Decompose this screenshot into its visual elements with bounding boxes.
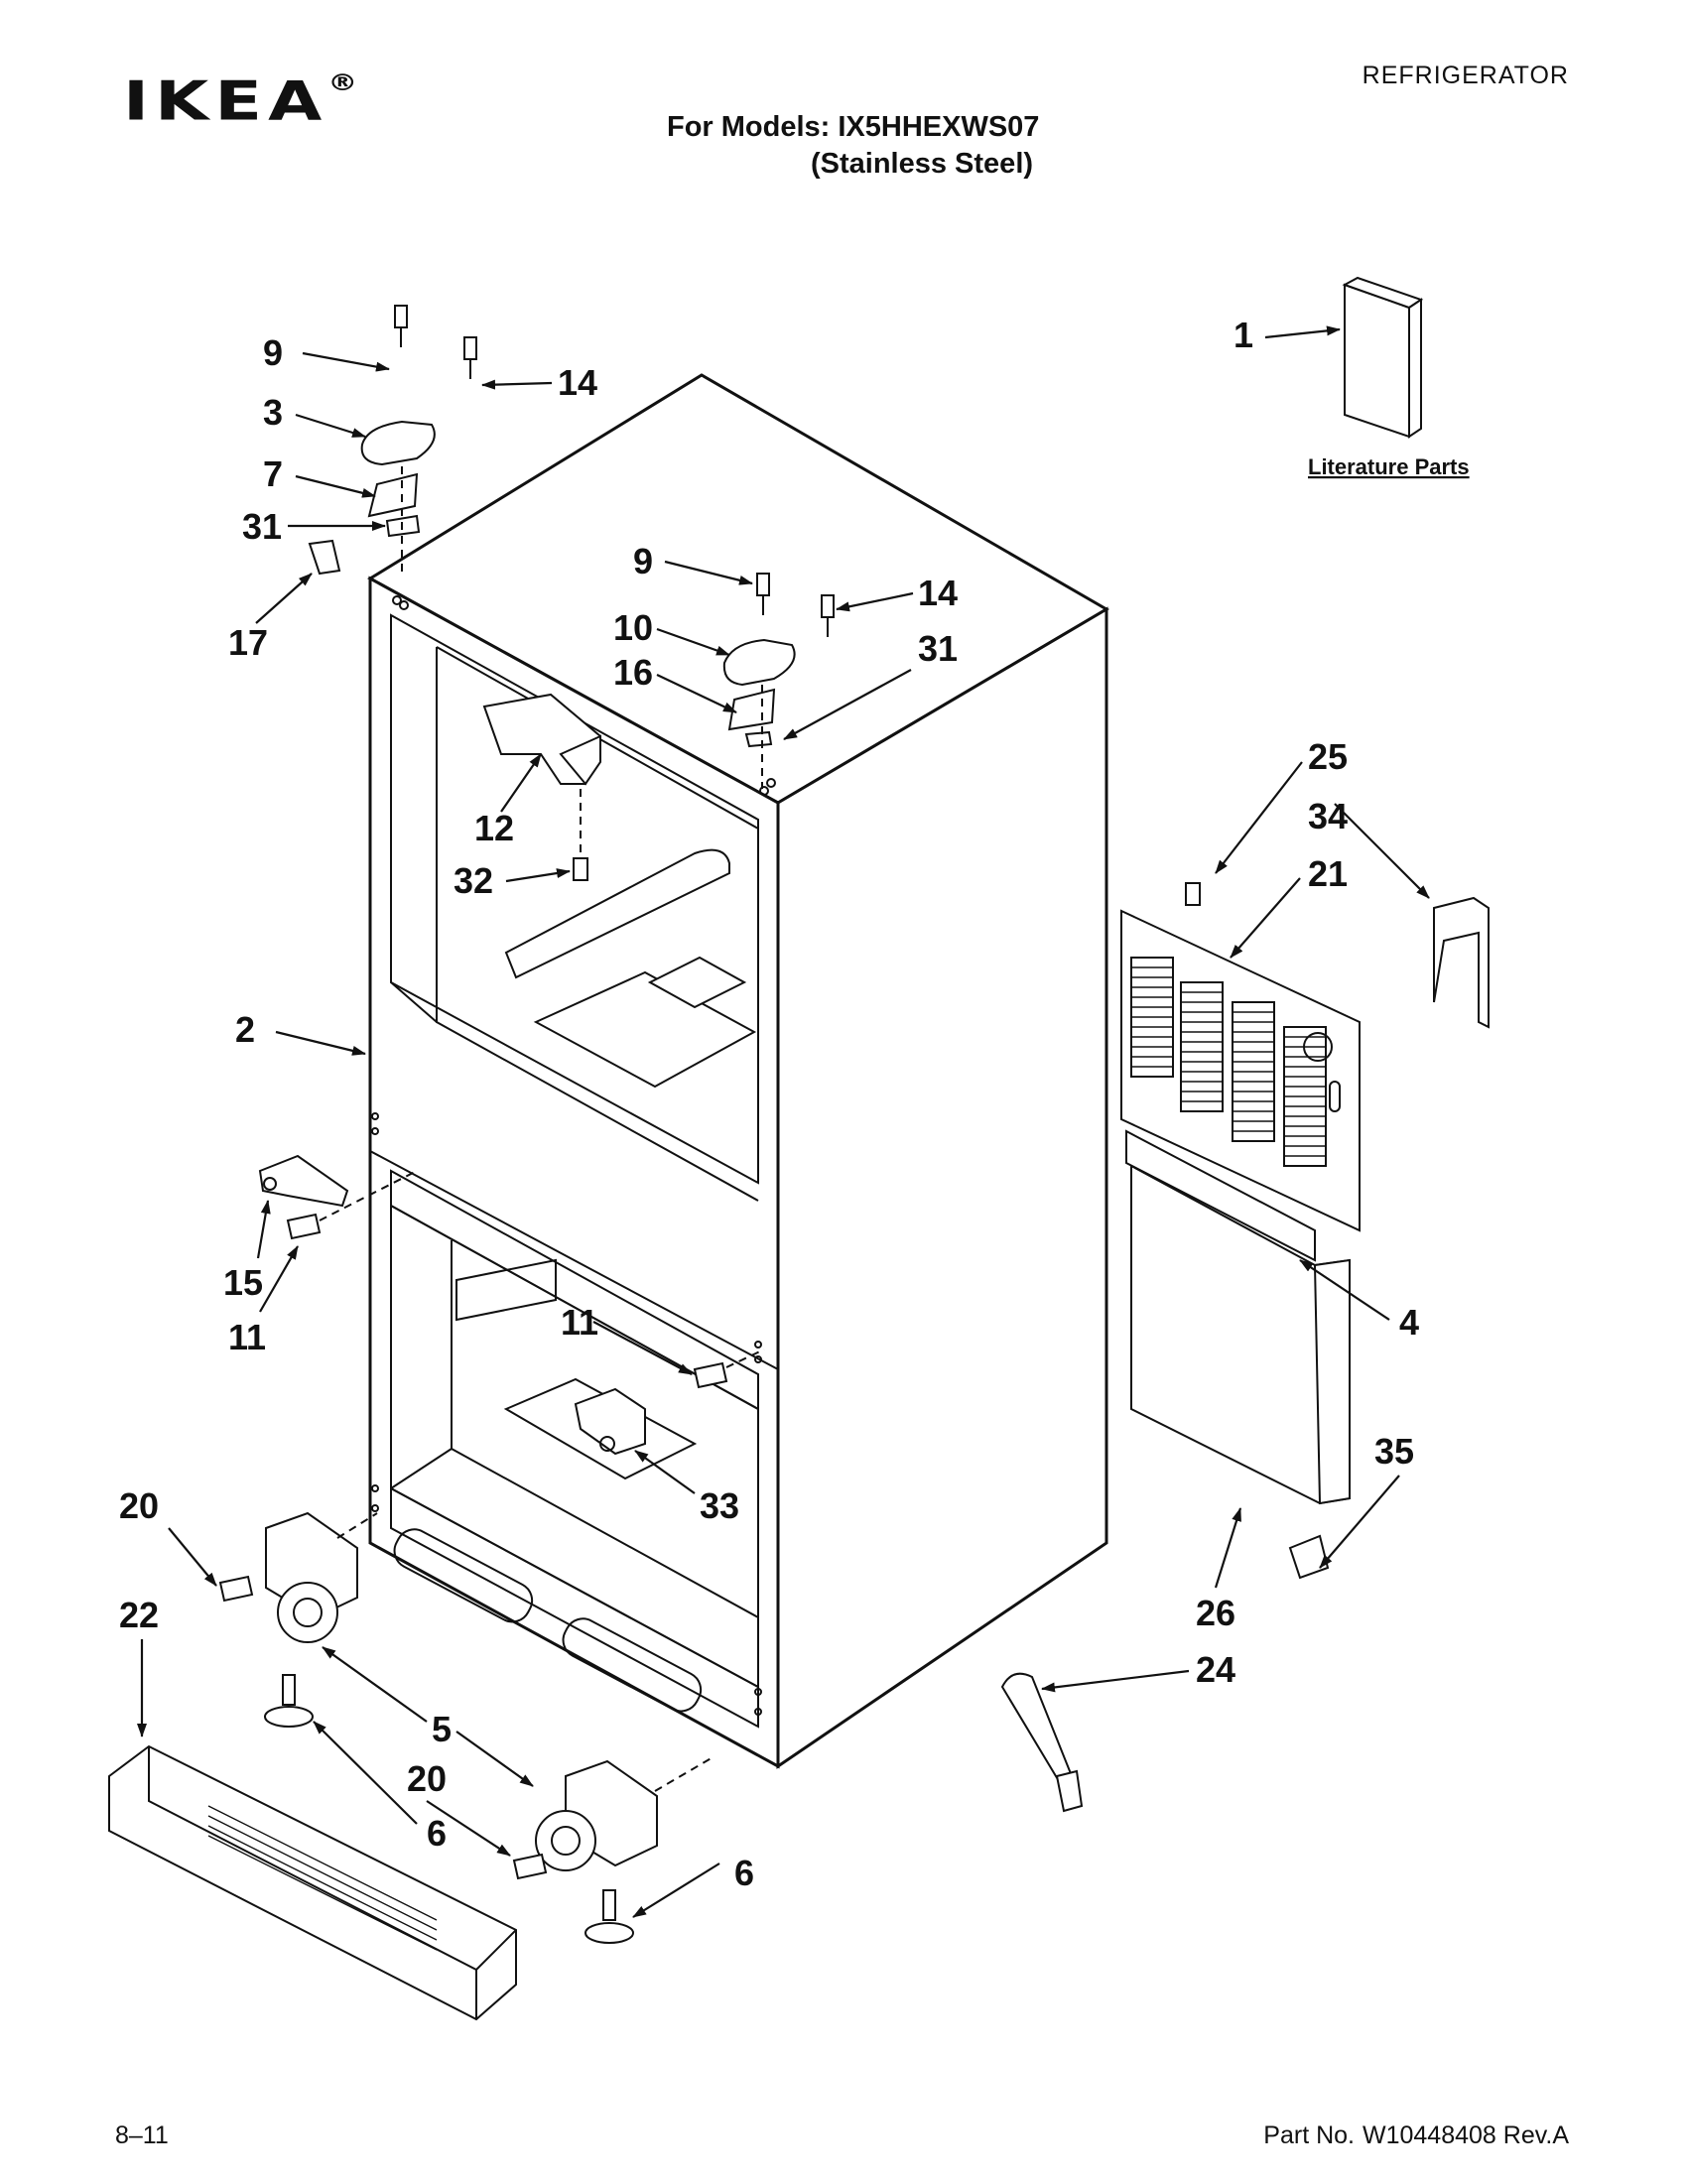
registered-mark: ® bbox=[327, 69, 358, 97]
callout-11: 11 bbox=[228, 1317, 266, 1357]
callout-10: 10 bbox=[613, 607, 653, 648]
grille-vents bbox=[1130, 957, 1327, 1167]
callout-24: 24 bbox=[1196, 1649, 1235, 1690]
models-heading: For Models:IX5HHEXWS07 (Stainless Steel) bbox=[667, 111, 1040, 180]
callout-9: 9 bbox=[263, 332, 283, 373]
models-label: For Models: bbox=[667, 111, 831, 143]
top-left-hinge bbox=[308, 305, 477, 576]
literature-parts-label: Literature Parts bbox=[1308, 454, 1470, 479]
ikea-logo: IKEA® bbox=[123, 69, 357, 133]
part-15-hinge bbox=[258, 1154, 418, 1240]
toe-panels bbox=[1125, 1129, 1351, 1505]
part-no-value: W10448408 Rev.A bbox=[1363, 2121, 1569, 2149]
model-number: IX5HHEXWS07 bbox=[838, 111, 1040, 143]
callout-34: 34 bbox=[1308, 796, 1348, 836]
callout-26: 26 bbox=[1196, 1593, 1235, 1633]
callout-20: 20 bbox=[407, 1758, 447, 1799]
callout-2: 2 bbox=[235, 1009, 255, 1050]
callout-22: 22 bbox=[119, 1595, 159, 1635]
logo-text: IKEA bbox=[123, 69, 328, 133]
leader-arrows bbox=[137, 325, 1430, 1918]
callout-11: 11 bbox=[561, 1302, 598, 1343]
callout-15: 15 bbox=[223, 1262, 263, 1303]
callout-5: 5 bbox=[432, 1709, 452, 1749]
model-finish: (Stainless Steel) bbox=[811, 148, 1034, 180]
callout-25: 25 bbox=[1308, 736, 1348, 777]
front-roller-left bbox=[218, 1511, 378, 1728]
callout-14: 14 bbox=[918, 573, 958, 613]
part-34-clip bbox=[1433, 896, 1490, 1029]
footer-part-number: Part No. W10448408 Rev.A bbox=[1263, 2121, 1569, 2150]
callout-35: 35 bbox=[1374, 1431, 1414, 1472]
top-center-hinge bbox=[722, 573, 835, 789]
callout-9: 9 bbox=[633, 541, 653, 581]
callout-33: 33 bbox=[700, 1485, 739, 1526]
callout-3: 3 bbox=[263, 392, 283, 433]
callout-21: 21 bbox=[1308, 853, 1348, 894]
callout-32: 32 bbox=[454, 860, 493, 901]
part-12-bracket bbox=[482, 693, 602, 881]
footer-date-code: 8–11 bbox=[115, 2121, 169, 2149]
part-33-hinge bbox=[574, 1349, 765, 1456]
callout-16: 16 bbox=[613, 652, 653, 693]
callout-14: 14 bbox=[558, 362, 597, 403]
page-category: REFRIGERATOR bbox=[1362, 62, 1569, 89]
part-no-label: Part No. bbox=[1263, 2121, 1355, 2149]
callout-17: 17 bbox=[228, 622, 268, 663]
callout-6: 6 bbox=[427, 1813, 447, 1854]
part-24-tool bbox=[1000, 1672, 1084, 1813]
cabinet-side bbox=[776, 606, 1108, 1769]
callout-31: 31 bbox=[242, 506, 282, 547]
callout-1: 1 bbox=[1234, 315, 1253, 355]
cabinet-drawing bbox=[367, 373, 1109, 1769]
callout-12: 12 bbox=[474, 808, 514, 848]
front-roller-right bbox=[512, 1755, 715, 1944]
callout-31: 31 bbox=[918, 628, 958, 669]
callout-4: 4 bbox=[1399, 1302, 1419, 1343]
callout-6: 6 bbox=[734, 1853, 754, 1893]
part-22-base-grille bbox=[108, 1744, 517, 2021]
callout-labels: 9 3 7 31 17 14 9 10 16 14 31 12 32 2 15 … bbox=[119, 315, 1470, 1893]
callout-7: 7 bbox=[263, 453, 283, 494]
part-35-clip bbox=[1288, 1534, 1330, 1580]
part-21-grille bbox=[1120, 882, 1361, 1232]
callout-20: 20 bbox=[119, 1485, 159, 1526]
literature-parts-booklet bbox=[1342, 276, 1424, 439]
